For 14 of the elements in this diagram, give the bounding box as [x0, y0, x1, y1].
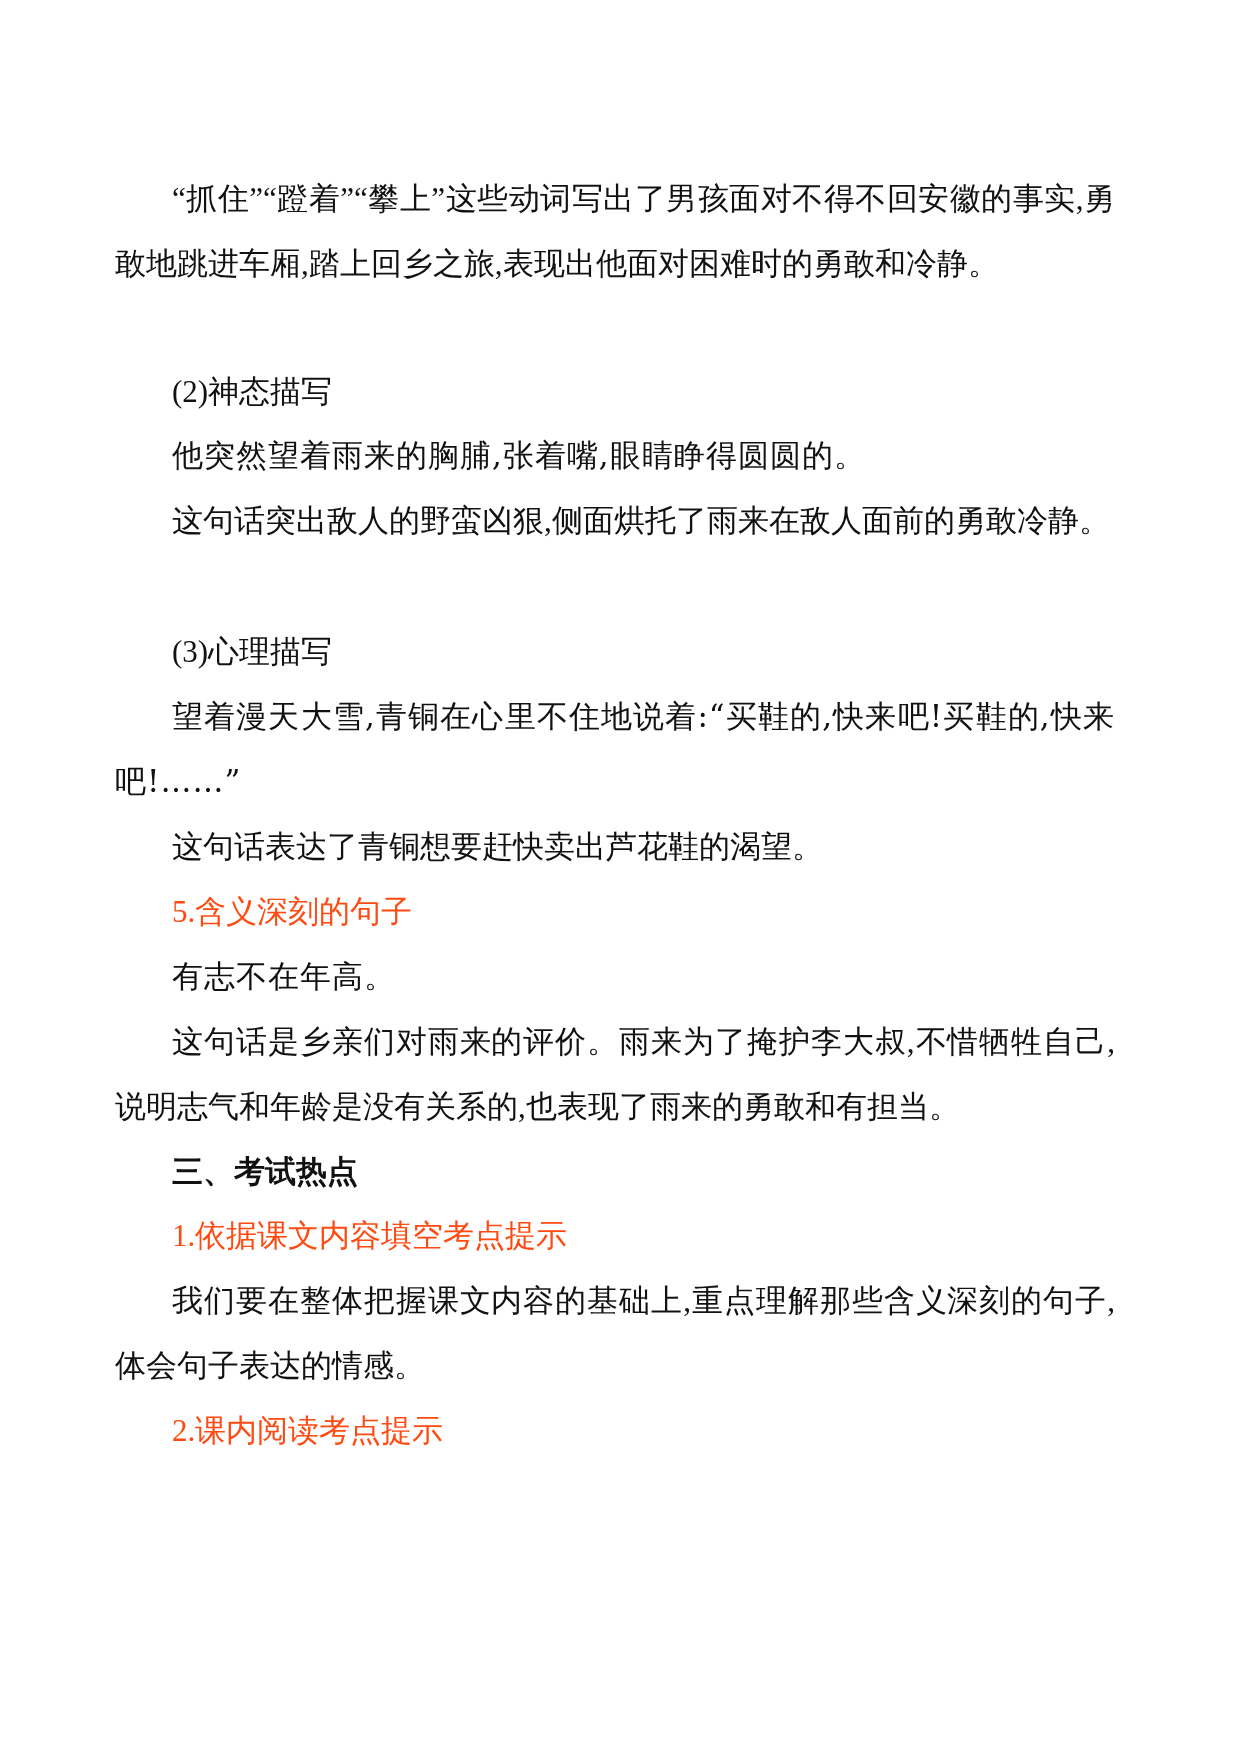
quoted-sentence: 他突然望着雨来的胸脯,张着嘴,眼睛睁得圆圆的。	[171, 436, 867, 475]
section-heading: 2.课内阅读考点提示	[171, 1412, 445, 1450]
paragraph-text: “抓住”“蹬着”“攀上”这些动词写出了男孩面对不得不回安徽的事实,勇敢地跳进车厢,踏上回乡之旅,表现出他面对困难时的勇敢和冷静。	[115, 180, 1115, 283]
quoted-sentence: 望着漫天大雪,青铜在心里不住地说着:“买鞋的,快来吧!买鞋的,快来吧!……”	[115, 697, 1115, 801]
subheading: (3)心理描写	[171, 633, 334, 671]
section-heading: 5.含义深刻的句子	[171, 893, 414, 931]
paragraph-text: 我们要在整体把握课文内容的基础上,重点理解那些含义深刻的句子,体会句子表达的情感。	[115, 1282, 1115, 1385]
section-heading: 1.依据课文内容填空考点提示	[171, 1217, 569, 1255]
paragraph-text: 这句话表达了青铜想要赶快卖出芦花鞋的渴望。	[171, 828, 824, 866]
paragraph-text: 这句话突出敌人的野蛮凶狠,侧面烘托了雨来在敌人面前的勇敢冷静。	[171, 502, 1111, 540]
chapter-heading: 三、考试热点	[171, 1152, 359, 1191]
quoted-sentence: 有志不在年高。	[171, 957, 397, 996]
paragraph-text: 这句话是乡亲们对雨来的评价。雨来为了掩护李大叔,不惜牺牲自己,说明志气和年龄是没有关系的,也表现了雨来的勇敢和有担当。	[115, 1023, 1115, 1126]
subheading: (2)神态描写	[171, 373, 334, 411]
